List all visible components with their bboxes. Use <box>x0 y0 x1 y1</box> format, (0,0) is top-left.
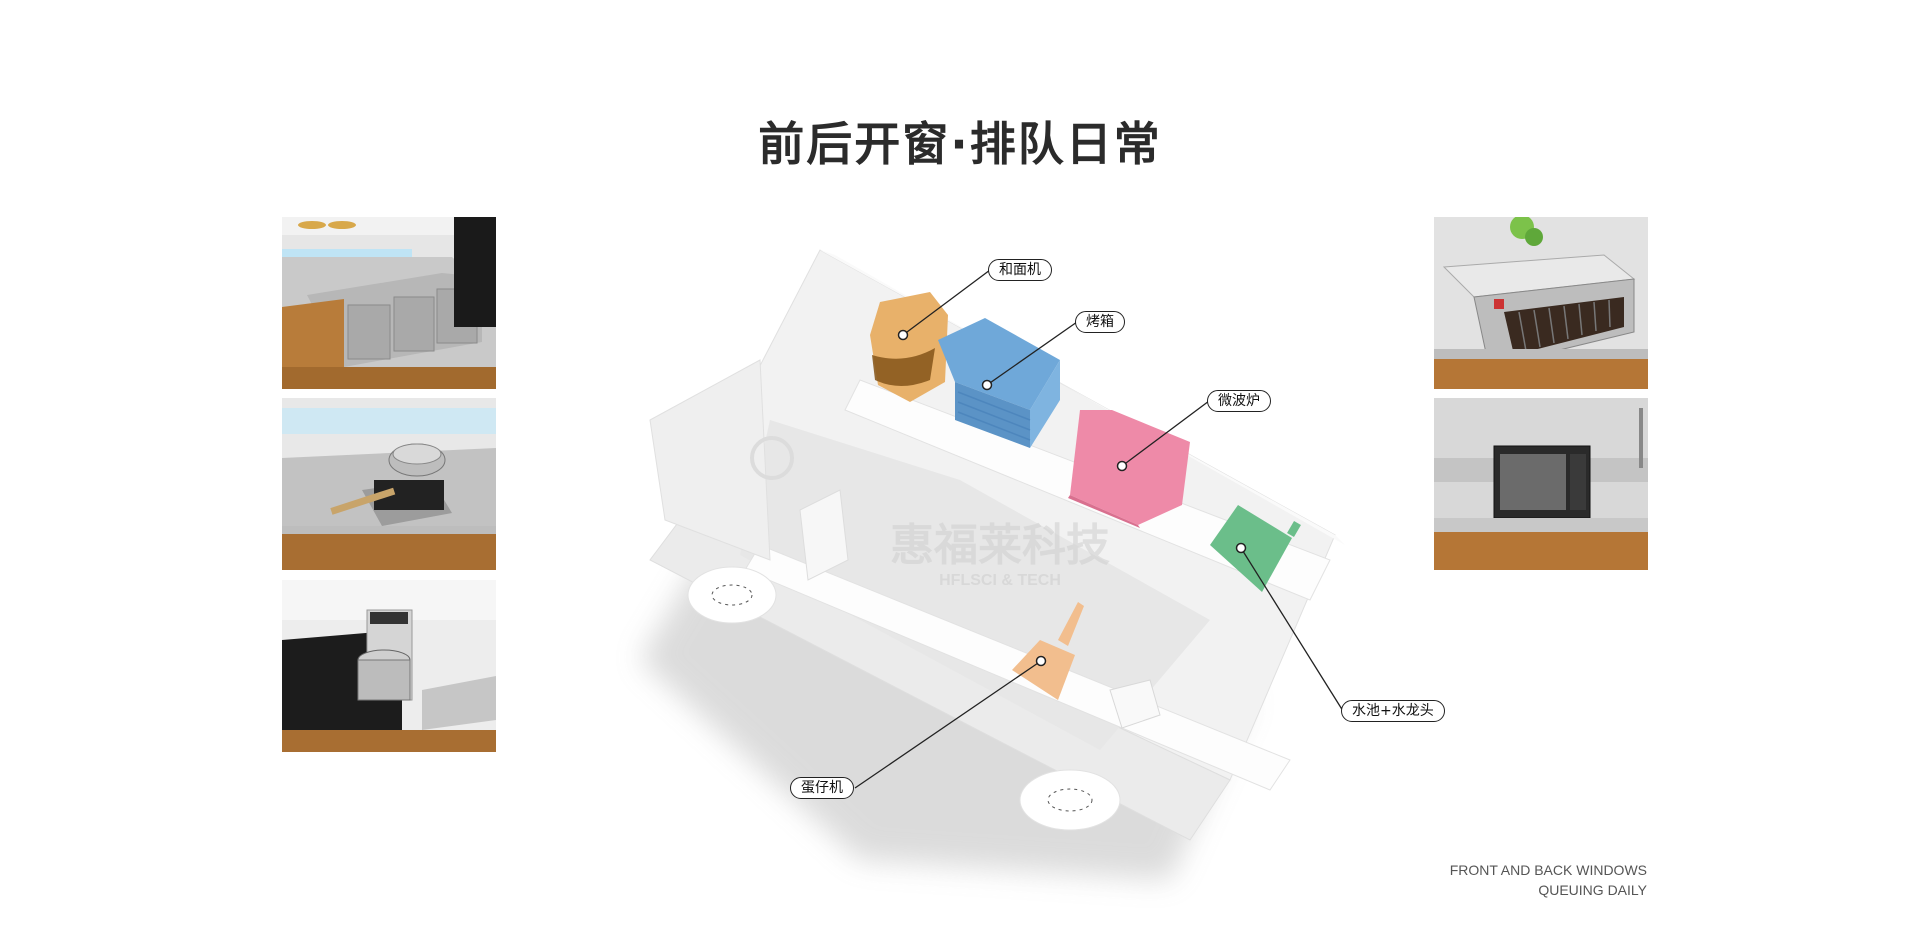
wheel-front <box>687 566 777 624</box>
egg-waffle-block <box>1012 602 1084 700</box>
dough-mixer-label: 和面机 <box>988 259 1052 281</box>
microwave-block <box>1068 410 1190 528</box>
oven-dot <box>981 379 993 391</box>
watermark-subtext: HFLSCI & TECH <box>939 572 1061 589</box>
oven-label: 烤箱 <box>1075 311 1125 333</box>
sink-label: 水池+水龙头 <box>1341 700 1445 722</box>
page-title: 前后开窗·排队日常 <box>758 117 1162 171</box>
english-caption: FRONT AND BACK WINDOWS QUEUING DAILY <box>1450 860 1647 900</box>
egg-waffle-label: 蛋仔机 <box>790 777 854 799</box>
microwave-photo <box>1434 398 1648 570</box>
watermark-text: 惠福莱科技 <box>890 520 1110 571</box>
dough-mixer-block <box>870 292 948 402</box>
oven-block <box>938 318 1060 448</box>
dough-mixer-photo <box>282 580 496 752</box>
microwave-dot <box>1116 460 1128 472</box>
wheel-rear <box>1019 769 1121 831</box>
oven-photo <box>1434 217 1648 389</box>
caption-line-1: FRONT AND BACK WINDOWS <box>1449 862 1647 878</box>
truck-body <box>649 249 1345 841</box>
sink-block <box>1210 505 1301 592</box>
dough-mixer-dot <box>897 329 909 341</box>
counter-cabinet-photo <box>282 217 496 389</box>
caption-line-2: QUEUING DAILY <box>1538 882 1647 898</box>
egg-waffle-dot <box>1035 655 1047 667</box>
sink-dot <box>1235 542 1247 554</box>
microwave-label: 微波炉 <box>1207 390 1271 412</box>
egg-waffle-maker-photo <box>282 398 496 570</box>
